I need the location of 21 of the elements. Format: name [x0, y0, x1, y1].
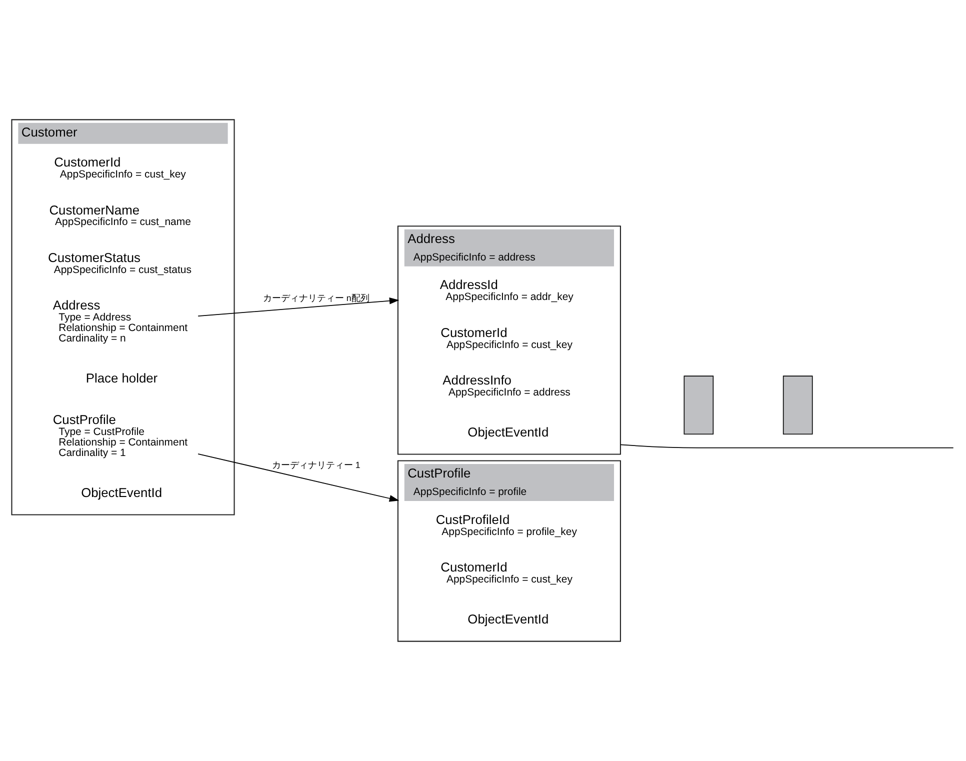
edge-label: カーディナリティー 1 — [272, 460, 360, 470]
node-text: Place holder — [86, 370, 158, 386]
node-text: ObjectEventId — [468, 611, 549, 626]
node-text: Address Type = Address Relationship = Containment Cardinality = n — [52, 297, 188, 344]
node-box — [684, 376, 714, 435]
node-box — [782, 376, 813, 435]
node-text: CustomerId AppSpecificInfo = cust_key — [440, 559, 572, 586]
node-text: ObjectEventId — [81, 484, 162, 500]
node-text: CustomerName AppSpecificInfo = cust_name — [49, 202, 191, 228]
node-text: ObjectEventId — [468, 424, 549, 440]
node-text: CustomerStatus AppSpecificInfo = cust_status — [48, 250, 192, 276]
connector — [620, 444, 954, 448]
arrow — [198, 453, 400, 502]
edge-label: カーディナリティー n配列 — [262, 292, 370, 303]
node-text: AddressId AppSpecificInfo = addr_key — [440, 277, 574, 304]
node-text: CustProfile Type = CustProfile Relationship = Containment Cardinality = 1 — [52, 412, 188, 459]
node-text: AddressInfo AppSpecificInfo = address — [442, 372, 570, 398]
arrow — [198, 297, 400, 317]
node-text: CustProfileId AppSpecificInfo = profile_key — [436, 512, 577, 538]
node-text: CustomerId AppSpecificInfo = cust_key — [54, 154, 186, 181]
node-text: CustomerId AppSpecificInfo = cust_key — [440, 324, 572, 351]
